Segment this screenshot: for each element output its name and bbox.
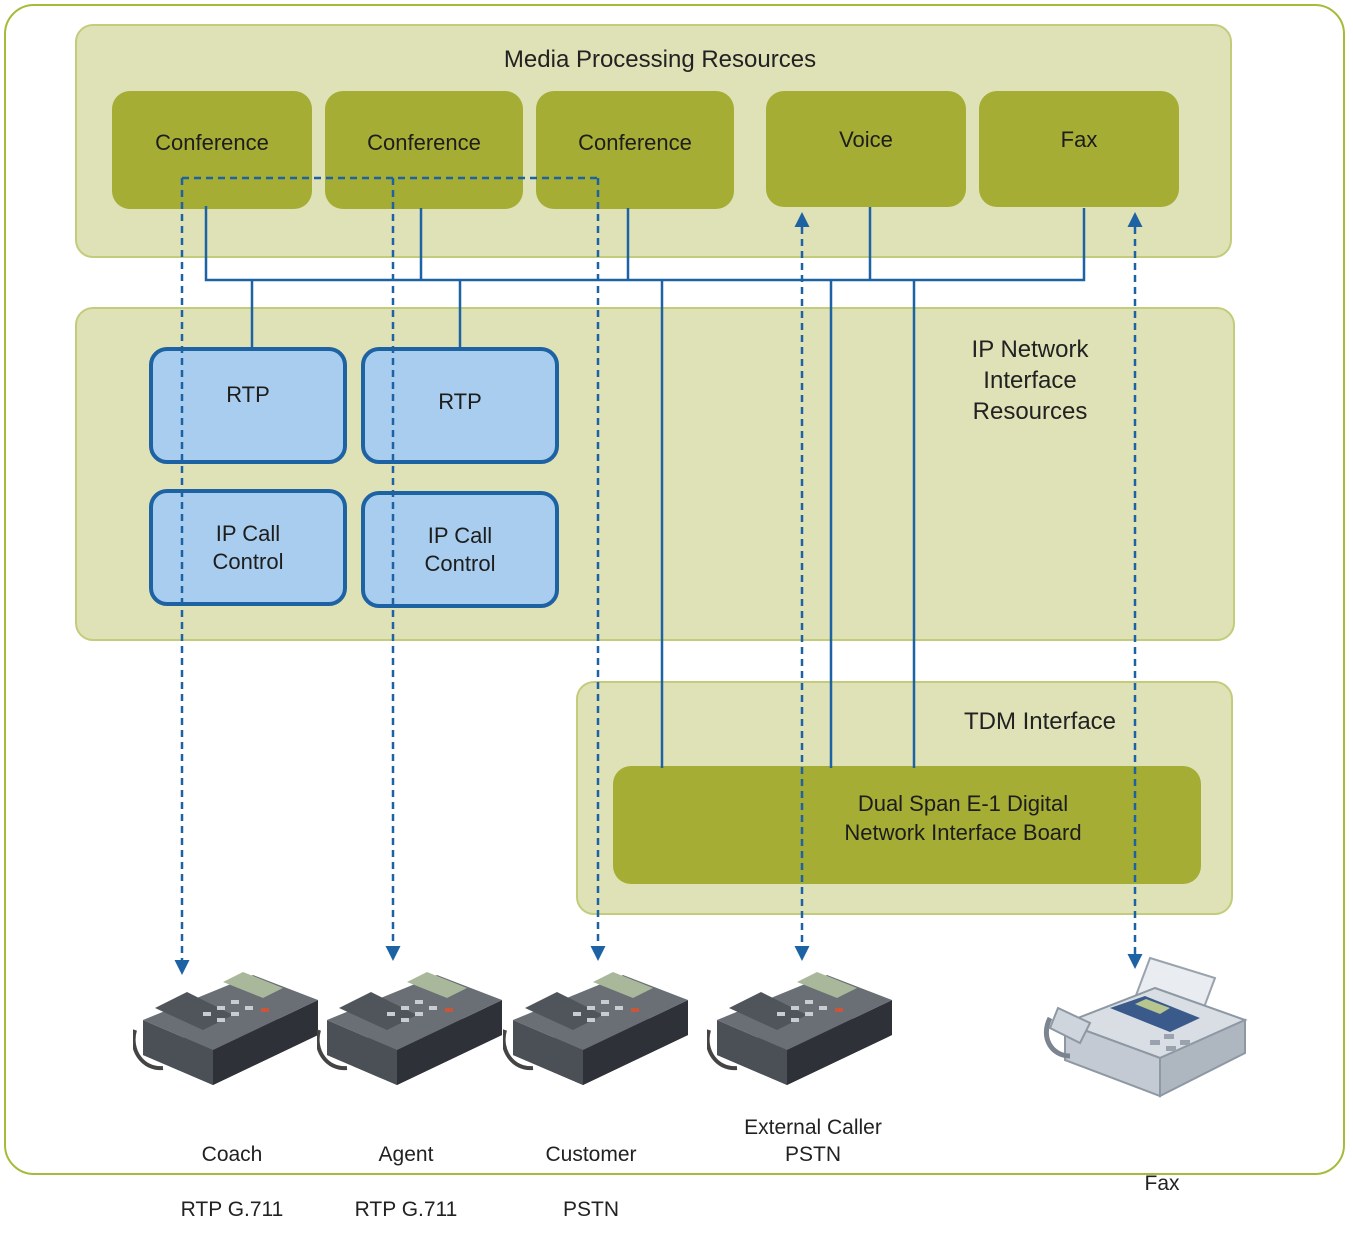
endpoint-name: External Caller [744,1116,882,1139]
endpoint-name: Agent [378,1143,434,1167]
e1-board-box: Dual Span E-1 Digital Network Interface … [613,766,1201,884]
bus-line [204,206,1086,282]
endpoint-label-customer: Customer PSTN [545,1114,636,1250]
media-processing-title: Media Processing Resources [503,46,817,73]
tdm-interface-title: TDM Interface [963,708,1117,735]
endpoint-label-external-caller: External Caller PSTN [744,1114,882,1169]
e1-board-label: Dual Span E-1 Digital Network Interface … [844,791,1082,845]
endpoint-name: Coach [201,1143,263,1167]
ip-network-title: IP Network Interface Resources [971,336,1089,426]
diagram-frame [4,4,1345,1175]
conference-box-2: Conference [325,91,523,209]
endpoint-label-agent: Agent RTP G.711 [355,1114,458,1250]
desk-phone-icon [131,960,323,1090]
desk-phone-icon [501,960,693,1090]
fax-machine-icon [1040,948,1250,1108]
endpoint-sub: RTP G.711 [180,1197,284,1221]
desk-phone-icon [315,960,507,1090]
conference-box-1: Conference [112,91,312,209]
endpoint-name: Customer [545,1143,637,1167]
desk-phone-icon [705,960,897,1090]
connection-lines [174,176,1143,975]
endpoint-name: Fax [1144,1172,1180,1196]
endpoint-sub: RTP G.711 [354,1197,458,1221]
endpoint-sub: PSTN [784,1143,842,1167]
voice-box: Voice [766,91,966,207]
endpoint-label-coach: Coach RTP G.711 [181,1114,284,1250]
fax-resource-box: Fax [979,91,1179,207]
conference-box-3: Conference [536,91,734,209]
endpoint-label-fax: Fax [1144,1143,1179,1225]
endpoint-sub: PSTN [562,1197,619,1221]
